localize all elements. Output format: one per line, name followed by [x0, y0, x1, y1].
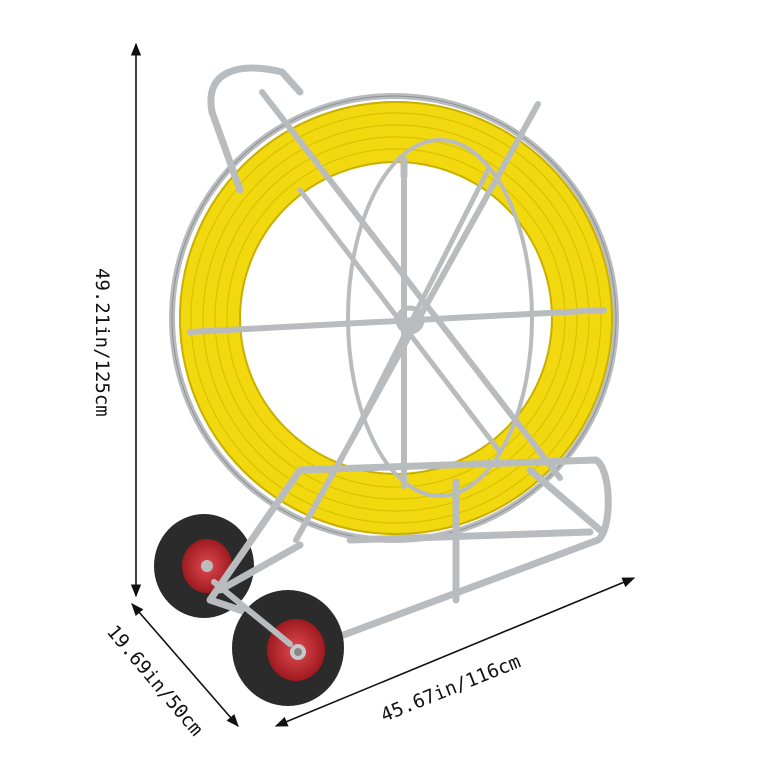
- depth-label: 19.69in/50cm: [102, 621, 207, 740]
- height-label: 49.21in/125cm: [91, 268, 113, 417]
- depth-dimension: 19.69in/50cm: [102, 603, 239, 740]
- width-label: 45.67in/116cm: [378, 651, 524, 727]
- axle: [211, 579, 293, 647]
- height-dimension: 49.21in/125cm: [91, 42, 142, 598]
- yellow-rod-coil: [179, 101, 613, 535]
